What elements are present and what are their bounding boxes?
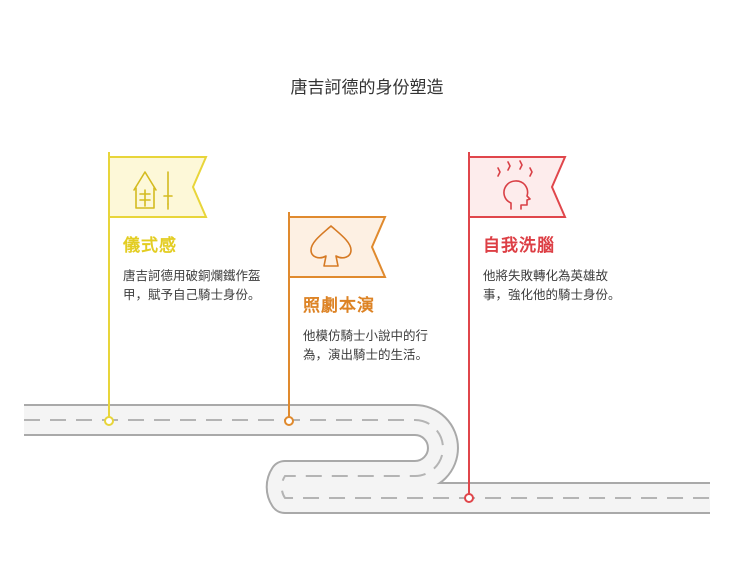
step-2-description: 他模仿騎士小說中的行為，演出騎士的生活。	[303, 328, 429, 362]
knight-armor-icon	[133, 171, 173, 210]
flag-1-marker	[104, 416, 114, 426]
step-1-title: 儀式感	[123, 236, 177, 256]
page-title: 唐吉訶德的身份塑造	[290, 78, 444, 98]
head-thought-icon	[497, 160, 533, 210]
flag-2	[284, 212, 387, 426]
spade-icon	[310, 225, 352, 267]
step-2-title: 照劇本演	[303, 296, 375, 316]
flag-1-banner	[108, 156, 208, 218]
road	[24, 404, 710, 514]
flag-2-marker	[284, 416, 294, 426]
step-3-description: 他將失敗轉化為英雄故事，強化他的騎士身份。	[483, 268, 621, 302]
flag-1	[104, 152, 208, 426]
step-3-title: 自我洗腦	[483, 236, 555, 256]
flag-3-banner	[468, 156, 567, 218]
flag-3-marker	[464, 493, 474, 503]
flag-3	[464, 152, 567, 503]
flag-2-banner	[288, 216, 387, 278]
step-1-description: 唐吉訶德用破銅爛鐵作盔甲，賦予自己騎士身份。	[123, 268, 261, 302]
